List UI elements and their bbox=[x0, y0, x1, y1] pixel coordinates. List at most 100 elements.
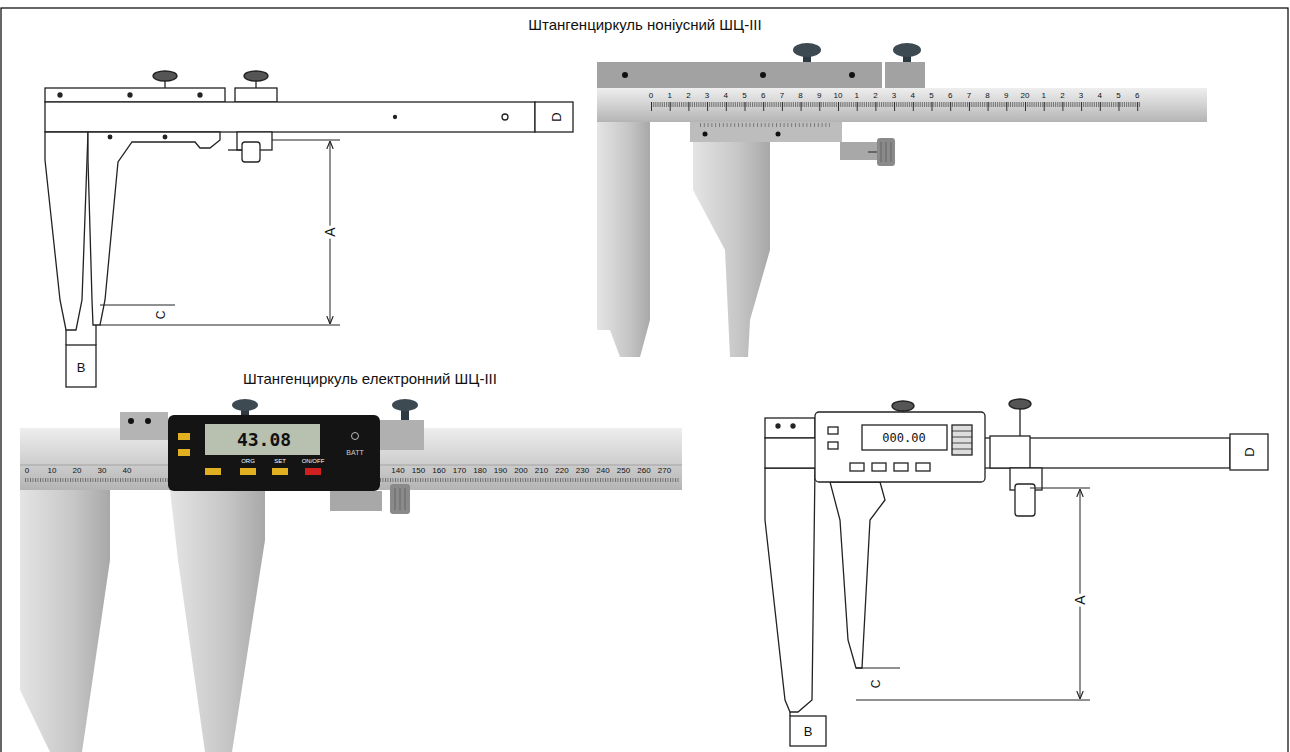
vernier-caliper-photo-part bbox=[886, 142, 887, 162]
scale-number: 4 bbox=[724, 92, 728, 100]
scale-number: 2 bbox=[686, 92, 690, 100]
scale-number: 250 bbox=[617, 467, 630, 475]
scale-number: 3 bbox=[892, 92, 896, 100]
electronic-caliper-drawing-part bbox=[856, 668, 900, 669]
scale-number: 170 bbox=[453, 467, 466, 475]
vernier-caliper-photo-part bbox=[868, 151, 877, 153]
vernier-caliper-drawing bbox=[45, 71, 573, 387]
scale-number: 180 bbox=[473, 467, 486, 475]
electronic-caliper-drawing-part bbox=[916, 463, 930, 471]
electronic-caliper-photo-part bbox=[120, 412, 168, 440]
dimension-letter: C bbox=[155, 311, 167, 320]
vernier-caliper-drawing-part bbox=[244, 71, 268, 81]
scale-number: 6 bbox=[1135, 92, 1139, 100]
electronic-caliper-drawing-part bbox=[828, 442, 838, 449]
scale-number: 20 bbox=[1021, 92, 1030, 100]
vernier-caliper-photo bbox=[597, 43, 1207, 357]
vernier-caliper-drawing-part bbox=[100, 305, 175, 306]
electronic-caliper-drawing-part bbox=[815, 412, 985, 482]
scale-number: 4 bbox=[911, 92, 915, 100]
scale-number: 160 bbox=[432, 467, 445, 475]
electronic-caliper-drawing-part bbox=[990, 436, 1030, 468]
vernier-caliper-drawing-part bbox=[88, 132, 220, 325]
vernier-caliper-photo-part bbox=[597, 88, 1207, 122]
electronic-caliper-drawing-part bbox=[850, 463, 864, 471]
scale-number: 230 bbox=[576, 467, 589, 475]
heading: Штангенциркуль ноніусний ШЦ-III bbox=[528, 17, 761, 32]
button-label: ON/OFF bbox=[302, 458, 325, 464]
scale-number: 40 bbox=[123, 467, 132, 475]
vernier-caliper-photo-part bbox=[776, 132, 781, 137]
vernier-caliper-photo-part bbox=[597, 62, 882, 88]
electronic-caliper-drawing-part bbox=[952, 449, 972, 450]
vernier-caliper-photo-part bbox=[849, 72, 855, 78]
vernier-caliper-photo-part bbox=[793, 43, 821, 57]
scale-number: 4 bbox=[1098, 92, 1102, 100]
vernier-caliper-drawing-part bbox=[45, 132, 88, 330]
vernier-caliper-photo-part bbox=[885, 62, 925, 88]
electronic-caliper-drawing-part bbox=[830, 482, 885, 668]
scale-number: 8 bbox=[798, 92, 802, 100]
scale-number: 260 bbox=[637, 467, 650, 475]
vernier-caliper-drawing-part bbox=[108, 135, 112, 139]
lcd-reading: 000.00 bbox=[882, 432, 925, 444]
electronic-caliper-photo-part bbox=[178, 449, 190, 456]
electronic-caliper-photo-part bbox=[20, 490, 110, 752]
electronic-caliper-photo-part bbox=[405, 488, 406, 510]
button-label: ORG bbox=[241, 458, 255, 464]
scale-number: 1 bbox=[854, 92, 858, 100]
scale-number: 220 bbox=[555, 467, 568, 475]
electronic-caliper-drawing-part bbox=[828, 427, 838, 434]
electronic-caliper-drawing-part bbox=[952, 443, 972, 444]
page-frame bbox=[1, 8, 1288, 752]
electronic-caliper-drawing-part bbox=[765, 418, 815, 438]
electronic-caliper-drawing-part bbox=[1019, 408, 1020, 438]
scale-number: 9 bbox=[1004, 92, 1008, 100]
electronic-caliper-photo-part bbox=[352, 433, 359, 440]
scale-number: 1 bbox=[1041, 92, 1045, 100]
scale-number: 240 bbox=[596, 467, 609, 475]
electronic-caliper-drawing-part bbox=[872, 463, 886, 471]
scale-number: 2 bbox=[1060, 92, 1064, 100]
vernier-caliper-photo-part bbox=[891, 142, 892, 162]
scale-number: 2 bbox=[873, 92, 877, 100]
electronic-caliper-drawing-part bbox=[856, 700, 1090, 701]
vernier-caliper-drawing-part bbox=[153, 71, 177, 81]
vernier-caliper-drawing-part bbox=[58, 93, 62, 97]
dimension-letter: B bbox=[804, 725, 813, 738]
button-label: SET bbox=[274, 458, 286, 464]
scale-number: 10 bbox=[834, 92, 843, 100]
electronic-caliper-photo-part bbox=[272, 468, 288, 475]
scale-number: 200 bbox=[514, 467, 527, 475]
electronic-caliper-drawing-part bbox=[1015, 484, 1035, 516]
vernier-caliper-photo-part bbox=[651, 102, 1151, 112]
electronic-caliper-photo-part bbox=[400, 488, 401, 510]
electronic-caliper-photo-part bbox=[240, 468, 256, 475]
scale-number: 0 bbox=[649, 92, 653, 100]
vernier-caliper-drawing-part bbox=[394, 116, 397, 119]
electronic-caliper-drawing-part bbox=[1230, 434, 1268, 470]
electronic-caliper-drawing-part bbox=[892, 401, 914, 411]
vernier-caliper-drawing-part bbox=[198, 93, 202, 97]
electronic-caliper-photo-part bbox=[380, 420, 424, 450]
vernier-caliper-drawing-part bbox=[235, 88, 277, 102]
electronic-caliper-photo-part bbox=[232, 399, 258, 411]
vernier-caliper-drawing-part bbox=[45, 102, 535, 132]
vernier-caliper-drawing-part bbox=[45, 88, 225, 102]
electronic-caliper-drawing-part bbox=[894, 463, 908, 471]
electronic-caliper-drawing-part bbox=[952, 437, 972, 438]
electronic-caliper-drawing bbox=[765, 399, 1268, 746]
electronic-caliper-photo-part bbox=[205, 424, 320, 455]
electronic-caliper-drawing-part bbox=[1030, 488, 1090, 489]
dimension-letter: D bbox=[550, 112, 563, 121]
electronic-caliper-drawing-part bbox=[791, 424, 795, 428]
scale-number: 8 bbox=[985, 92, 989, 100]
vernier-caliper-photo-part bbox=[700, 123, 830, 128]
electronic-caliper-photo-part bbox=[128, 418, 134, 424]
vernier-caliper-drawing-part bbox=[95, 325, 96, 345]
vernier-caliper-drawing-part bbox=[163, 135, 167, 139]
scale-number: 5 bbox=[1116, 92, 1120, 100]
electronic-caliper-drawing-part bbox=[952, 425, 972, 455]
